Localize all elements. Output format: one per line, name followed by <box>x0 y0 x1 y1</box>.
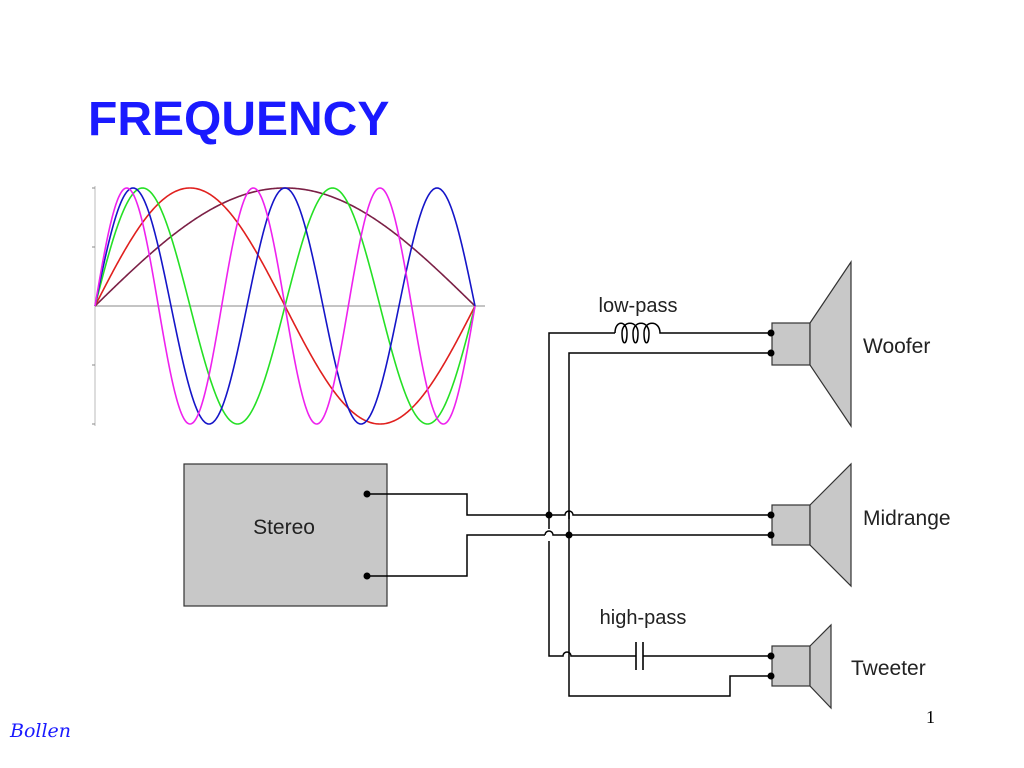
stereo-box <box>183 463 388 607</box>
midrange-label: Midrange <box>863 507 951 530</box>
woofer-label: Woofer <box>863 335 930 358</box>
slide-title: FREQUENCY <box>88 93 390 146</box>
sine-wave-line <box>94 187 476 425</box>
footer-author: Bollen <box>10 720 72 742</box>
midrange-speaker <box>767 462 852 588</box>
junction-dot <box>545 511 553 519</box>
woofer-speaker <box>767 260 852 428</box>
stereo-label: Stereo <box>253 516 315 539</box>
wave-lines <box>94 187 476 425</box>
tweeter-label: Tweeter <box>851 657 926 680</box>
page-number: 1 <box>926 707 935 727</box>
tweeter-speaker <box>767 623 832 710</box>
junction-dot <box>565 531 573 539</box>
sine-wave-line <box>94 187 476 425</box>
lowpass-label: low-pass <box>599 295 678 317</box>
inductor-symbol <box>614 322 670 344</box>
sine-waves-graphic <box>92 186 485 426</box>
circuit-wires <box>367 332 770 697</box>
capacitor-symbol <box>635 642 644 670</box>
highpass-label: high-pass <box>600 607 687 629</box>
